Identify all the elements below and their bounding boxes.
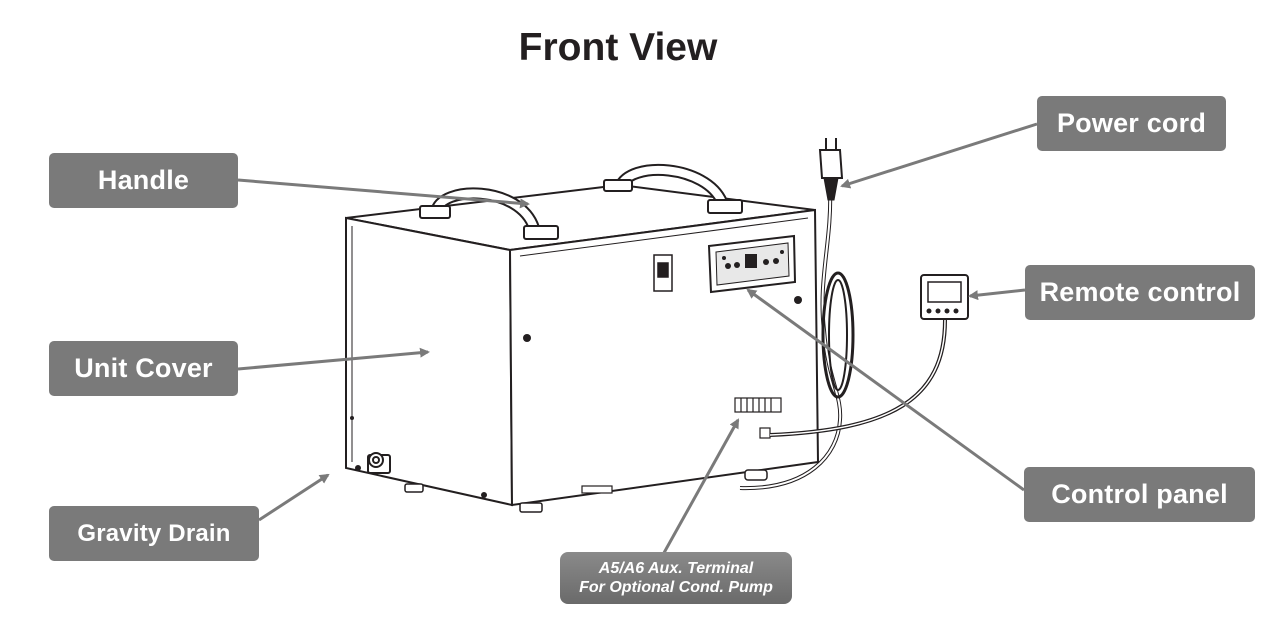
gravity-drain-fitting	[367, 452, 391, 474]
screws	[350, 296, 802, 498]
callout-arrows	[237, 122, 1038, 561]
unit-body	[345, 183, 820, 507]
label-control-panel: Control panel	[1024, 467, 1255, 522]
label-unit-cover: Unit Cover	[49, 341, 238, 396]
handle-right	[603, 164, 743, 214]
label-aux-terminal: A5/A6 Aux. Terminal For Optional Cond. P…	[560, 552, 792, 604]
power-cord-drawing	[739, 138, 855, 491]
power-switch	[653, 254, 673, 292]
label-handle: Handle	[49, 153, 238, 208]
label-power-cord: Power cord	[1037, 96, 1226, 151]
control-panel-drawing	[707, 234, 797, 294]
aux-terminal-line1: A5/A6 Aux. Terminal	[598, 560, 754, 577]
bottom-vent	[581, 485, 613, 494]
handle-left	[419, 187, 559, 240]
page-title: Front View	[518, 26, 718, 69]
remote-control-drawing	[769, 274, 969, 437]
label-gravity-drain: Gravity Drain	[49, 506, 259, 561]
aux-terminal-line2: For Optional Cond. Pump	[579, 579, 773, 596]
aux-terminal-block	[734, 397, 782, 439]
label-remote-control: Remote control	[1025, 265, 1255, 320]
feet	[404, 469, 768, 513]
